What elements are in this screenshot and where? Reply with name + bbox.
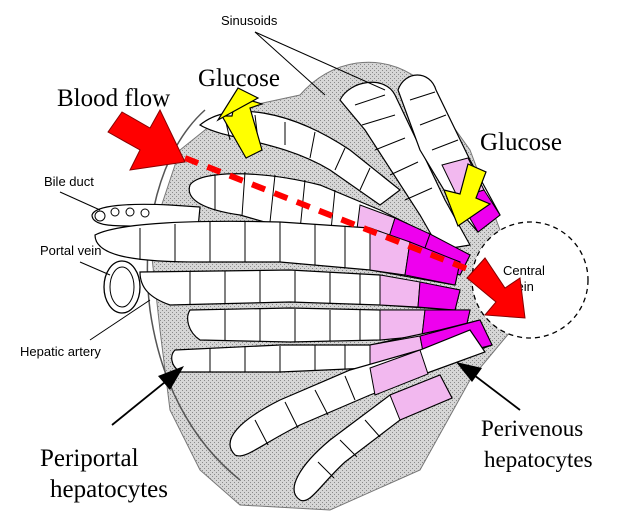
blood-flow-label: Blood flow — [57, 85, 170, 112]
portal-vein — [104, 261, 140, 313]
periportal-label: Periportal — [40, 445, 139, 472]
hepatic-artery-label: Hepatic artery — [20, 344, 101, 359]
sinusoids-label: Sinusoids — [221, 13, 278, 28]
perivenous-label: Perivenous — [481, 416, 583, 441]
blood-flow-in-arrow — [108, 110, 185, 170]
central-vein-label: Central — [503, 263, 545, 278]
portal-vein-label: Portal vein — [40, 243, 101, 258]
periportal-pointer-line — [112, 378, 170, 425]
periportal-label-2: hepatocytes — [50, 476, 168, 503]
perivenous-pointer-line — [470, 372, 520, 410]
portal-vein-pointer — [80, 262, 110, 275]
glucose-right-label: Glucose — [480, 129, 562, 156]
bile-duct-pointer — [60, 192, 100, 210]
perivenous-label-2: hepatocytes — [484, 447, 593, 472]
bile-duct-label: Bile duct — [44, 174, 94, 189]
